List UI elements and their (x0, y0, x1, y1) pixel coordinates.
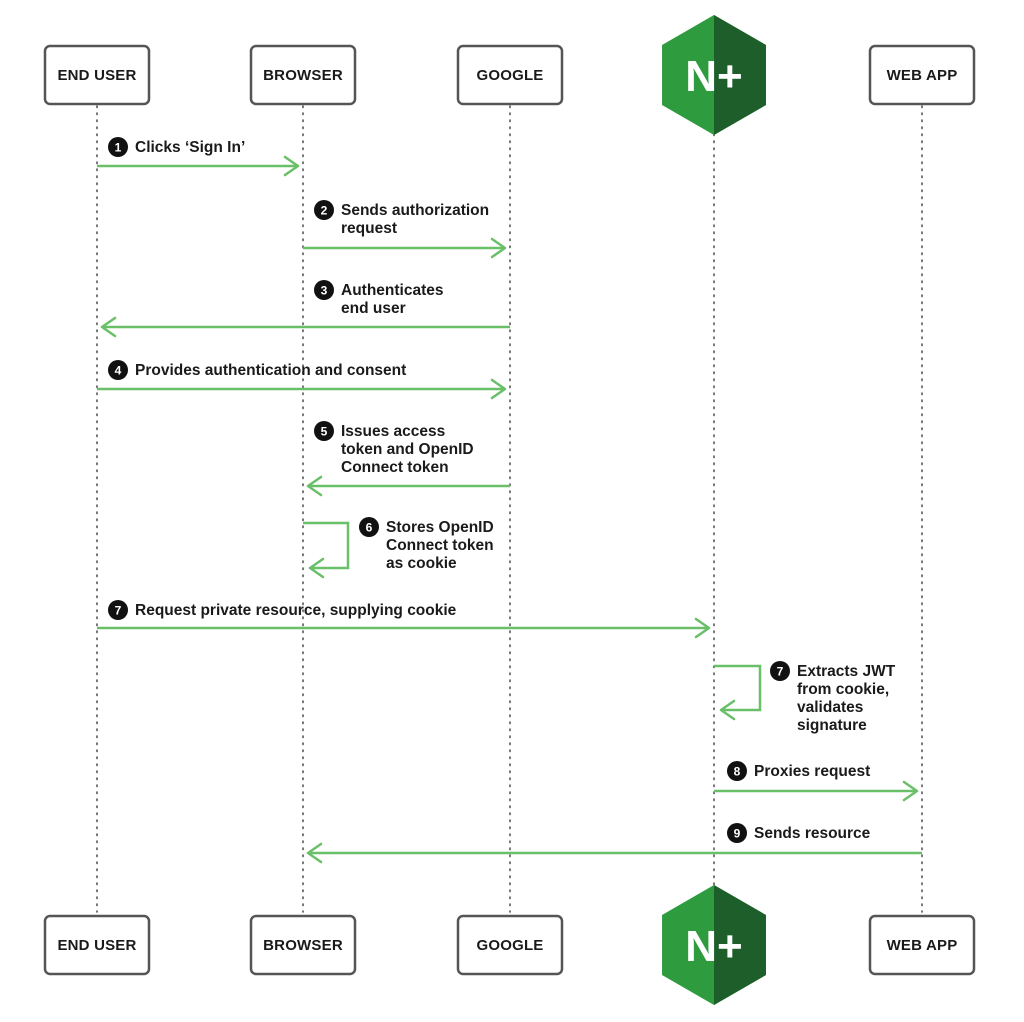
step-label-line: as cookie (386, 555, 457, 572)
step-label-line: Connect token (341, 459, 449, 476)
step-label-line: Clicks ‘Sign In’ (135, 139, 245, 156)
participant-label: BROWSER (263, 937, 343, 954)
step-label-line: Issues access (341, 423, 445, 440)
bottom-participant-browser: BROWSER (249, 914, 357, 976)
bottom-participant-google: GOOGLE (456, 914, 564, 976)
step-label-line: Sends resource (754, 825, 871, 842)
step-number: 1 (115, 140, 122, 154)
participant-label: WEB APP (887, 937, 958, 954)
step-label-line: Connect token (386, 537, 494, 554)
step-number: 9 (734, 826, 741, 840)
participant-box (43, 914, 151, 976)
lifelines (96, 105, 923, 913)
step-label-line: Sends authorization (341, 202, 489, 219)
participant-label: GOOGLE (476, 937, 543, 954)
top-participant-browser: BROWSER (249, 44, 357, 106)
arrowhead (719, 699, 736, 721)
participant-label: END USER (57, 67, 136, 84)
step-label-line: end user (341, 300, 406, 317)
step-number-badge: 2 (314, 200, 334, 220)
arrowhead (694, 617, 711, 639)
arrowhead (902, 780, 919, 802)
step-label-line: from cookie, (797, 681, 889, 698)
step-number: 7 (115, 603, 122, 617)
participant-label: END USER (57, 937, 136, 954)
step-label-line: Request private resource, supplying cook… (135, 602, 457, 619)
self-loop-arrow-line (714, 664, 762, 712)
top-participant-web-app: WEB APP (868, 44, 976, 106)
participant-box (456, 44, 564, 106)
arrowhead (306, 475, 323, 497)
message-step-7: 7 Request private resource, supplying coo… (97, 600, 711, 639)
arrowhead (100, 316, 117, 338)
step-number-badge: 9 (727, 823, 747, 843)
step-number-badge: 6 (359, 517, 379, 537)
participant-label: BROWSER (263, 67, 343, 84)
participant-box (868, 914, 976, 976)
step-label-line: Stores OpenID (386, 519, 494, 536)
step-label-line: Provides authentication and consent (135, 362, 406, 379)
arrowhead (306, 842, 323, 864)
step-number-badge: 3 (314, 280, 334, 300)
bottom-participants: END USER BROWSER GOOGLE N+ WEB APP (43, 885, 976, 1005)
step-number: 3 (321, 283, 328, 297)
step-number-badge: 8 (727, 761, 747, 781)
step-number: 6 (366, 520, 373, 534)
step-number: 2 (321, 203, 328, 217)
participant-box (43, 44, 151, 106)
message-step-8: 8 Proxies request (714, 761, 919, 802)
message-step-4: 4 Provides authentication and consent (97, 360, 507, 400)
arrowhead (308, 557, 325, 579)
nginx-plus-logo-icon: N+ (662, 885, 766, 1005)
step-number-badge: 4 (108, 360, 128, 380)
step-label-line: validates (797, 699, 863, 716)
step-number: 5 (321, 424, 328, 438)
top-participant-google: GOOGLE (456, 44, 564, 106)
step-label-line: Extracts JWT (797, 663, 896, 680)
step-number-badge: 5 (314, 421, 334, 441)
step-number: 7 (777, 664, 784, 678)
participant-box (249, 44, 357, 106)
step-number-badge: 7 (770, 661, 790, 681)
participant-box (868, 44, 976, 106)
participant-label: GOOGLE (476, 67, 543, 84)
bottom-participant-nginx-plus: N+ (662, 885, 766, 1005)
step-label-line: Authenticates (341, 282, 444, 299)
participant-box (249, 914, 357, 976)
arrowhead (283, 155, 300, 177)
arrowhead (490, 237, 507, 259)
step-number-badge: 1 (108, 137, 128, 157)
arrowhead (490, 378, 507, 400)
step-number-badge: 7 (108, 600, 128, 620)
message-step-1: 1 Clicks ‘Sign In’ (97, 137, 300, 177)
participant-label: WEB APP (887, 67, 958, 84)
step-number: 8 (734, 764, 741, 778)
step-label-line: signature (797, 717, 867, 734)
step-label-line: token and OpenID (341, 441, 474, 458)
nginx-plus-logo-label: N+ (685, 922, 742, 971)
participant-box (456, 914, 564, 976)
bottom-participant-end-user: END USER (43, 914, 151, 976)
message-step-9: 9 Sends resource (306, 823, 922, 864)
top-participants: END USER BROWSER GOOGLE N+ WEB APP (43, 15, 976, 135)
bottom-participant-web-app: WEB APP (868, 914, 976, 976)
self-loop-arrow-line (303, 521, 350, 570)
step-label-line: request (341, 220, 397, 237)
top-participant-end-user: END USER (43, 44, 151, 106)
messages: 1 Clicks ‘Sign In’ 2 Sends authorizationreq… (97, 137, 922, 864)
nginx-plus-logo-label: N+ (685, 52, 742, 101)
step-label-line: Proxies request (754, 763, 870, 780)
step-number: 4 (115, 363, 122, 377)
top-participant-nginx-plus: N+ (662, 15, 766, 135)
nginx-plus-logo-icon: N+ (662, 15, 766, 135)
